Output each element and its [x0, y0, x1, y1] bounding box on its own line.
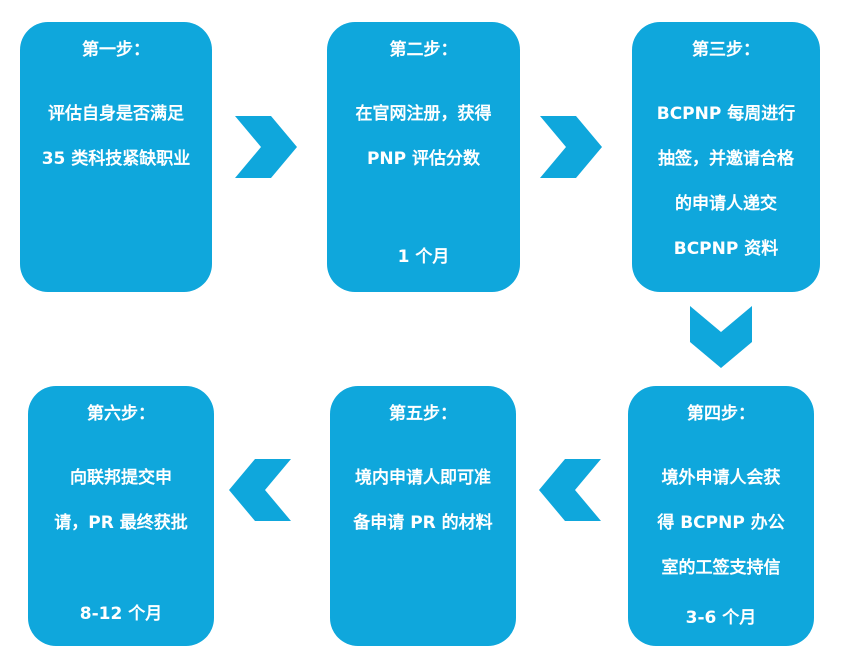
step-1-box: 第一步： 评估自身是否满足 35 类科技紧缺职业: [20, 22, 212, 292]
step-6-box: 第六步： 向联邦提交申 请，PR 最终获批 8-12 个月: [28, 386, 214, 646]
step-6-duration: 8-12 个月: [79, 604, 163, 624]
step-5-title: 第五步：: [389, 404, 457, 424]
step-1-line-1: 评估自身是否满足: [48, 104, 184, 124]
step-2-description: 在官网注册，获得 PNP 评估分数: [333, 92, 514, 182]
step-2-box: 第二步： 在官网注册，获得 PNP 评估分数 1 个月: [327, 22, 520, 292]
step-4-line-1: 境外申请人会获: [661, 468, 781, 488]
chevron-right-icon: [235, 116, 297, 178]
step-1-line-2: 35 类科技紧缺职业: [41, 149, 191, 169]
step-4-title: 第四步：: [687, 404, 755, 424]
step-5-line-1: 境内申请人即可准: [355, 468, 491, 488]
step-4-duration: 3-6 个月: [685, 608, 757, 628]
step-5-box: 第五步： 境内申请人即可准 备申请 PR 的材料: [330, 386, 516, 646]
step-5-line-2: 备申请 PR 的材料: [353, 513, 493, 533]
step-4-line-2: 得 BCPNP 办公: [657, 513, 785, 533]
step-4-line-3: 室的工签支持信: [661, 558, 781, 578]
step-3-description: BCPNP 每周进行 抽签，并邀请合格 的申请人递交 BCPNP 资料: [638, 92, 814, 272]
step-2-line-1: 在官网注册，获得: [355, 104, 492, 124]
step-2-duration: 1 个月: [397, 247, 450, 267]
step-3-title: 第三步：: [692, 40, 760, 60]
step-1-title: 第一步：: [82, 40, 150, 60]
chevron-down-icon: [690, 306, 752, 368]
step-6-line-2: 请，PR 最终获批: [54, 513, 188, 533]
step-3-box: 第三步： BCPNP 每周进行 抽签，并邀请合格 的申请人递交 BCPNP 资料: [632, 22, 820, 292]
step-1-description: 评估自身是否满足 35 类科技紧缺职业: [26, 92, 206, 182]
step-2-title: 第二步：: [389, 40, 458, 60]
step-3-line-2: 抽签，并邀请合格: [658, 149, 794, 169]
step-3-line-3: 的申请人递交: [675, 194, 777, 214]
step-5-description: 境内申请人即可准 备申请 PR 的材料: [336, 456, 510, 546]
step-4-description: 境外申请人会获 得 BCPNP 办公 室的工签支持信: [634, 456, 808, 591]
step-3-line-1: BCPNP 每周进行: [656, 104, 796, 124]
step-2-line-2: PNP 评估分数: [366, 149, 481, 169]
step-6-description: 向联邦提交申 请，PR 最终获批: [34, 456, 208, 546]
step-4-box: 第四步： 境外申请人会获 得 BCPNP 办公 室的工签支持信 3-6 个月: [628, 386, 814, 646]
step-3-line-4: BCPNP 资料: [673, 239, 779, 259]
chevron-right-icon: [540, 116, 602, 178]
chevron-left-icon: [229, 459, 291, 521]
step-6-title: 第六步：: [87, 404, 155, 424]
chevron-left-icon: [539, 459, 601, 521]
step-6-line-1: 向联邦提交申: [70, 468, 172, 488]
